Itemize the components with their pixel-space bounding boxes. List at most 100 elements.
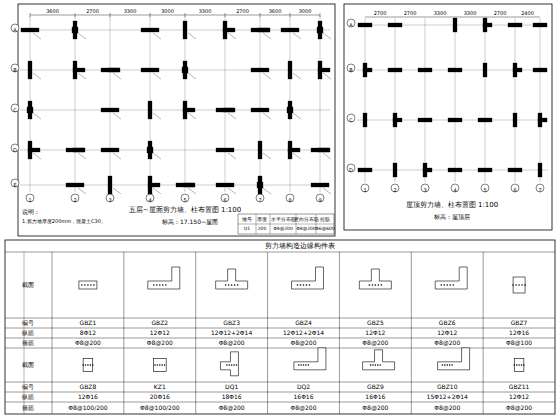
rebar-dot	[381, 284, 383, 286]
table-cell: Φ8@200	[291, 405, 317, 411]
table-cell: 12Φ12	[150, 330, 170, 336]
table-cell: GBZ11	[509, 384, 530, 390]
drawing-stroke	[79, 281, 97, 289]
axis-bubble	[11, 179, 19, 187]
drawing-stroke	[485, 18, 486, 182]
rebar-dot	[375, 284, 377, 286]
drawing-stroke	[216, 148, 234, 152]
drawing-stroke	[30, 15, 320, 16]
axis-bubble	[11, 64, 19, 72]
drawing-stroke	[148, 141, 152, 159]
plan-annotation: 3300	[124, 9, 137, 14]
drawing-stroke	[108, 68, 120, 72]
rebar-dot	[515, 284, 517, 286]
drawing-stroke	[258, 28, 270, 32]
plan-annotation: 3300	[199, 9, 212, 14]
rebar-dot	[521, 284, 523, 286]
drawing-stroke	[358, 23, 372, 27]
drawing-stroke	[263, 33, 271, 39]
rebar-dot	[375, 364, 377, 366]
drawing-stroke	[33, 153, 41, 159]
rebar-dot	[518, 284, 520, 286]
drawing-stroke	[225, 16, 226, 192]
table-cell: Φ8@100/200	[140, 405, 179, 411]
plan-annotation: 9	[318, 198, 321, 203]
table-cell: 12Φ12	[365, 330, 385, 336]
plan-annotation: 2700	[236, 9, 249, 14]
drawing-stroke	[5, 338, 555, 339]
drawing-stroke	[411, 252, 412, 414]
drawing-stroke	[220, 352, 238, 376]
drawing-title: 五层~屋面剪力墙、柱布置图 1:100	[129, 207, 241, 214]
drawing-stroke	[251, 28, 269, 32]
rebar-dot	[309, 284, 311, 286]
drawing-stroke	[317, 27, 323, 33]
drawing-stroke	[365, 18, 366, 182]
rebar-dot	[162, 284, 164, 286]
drawing-stroke	[5, 252, 555, 253]
plan-annotation: 1	[363, 188, 366, 193]
rebar-dot	[156, 284, 158, 286]
drawing-stroke	[478, 118, 492, 122]
drawing-stroke	[153, 153, 161, 159]
table-cell: GBZ10	[437, 384, 458, 390]
drawing-stroke	[185, 13, 186, 17]
table-cell: GBZ5	[367, 320, 384, 326]
table-cell: 12Φ12+2Φ14	[283, 330, 324, 336]
drawing-stroke	[110, 16, 111, 192]
drawing-stroke	[108, 176, 112, 194]
drawing-stroke	[292, 267, 324, 289]
table-cell: Φ8@100/200	[68, 405, 107, 411]
rebar-dot	[452, 284, 454, 286]
table-cell: Φ8@200	[219, 405, 245, 411]
plan-annotation: D	[13, 148, 17, 153]
plan-annotation: 3000	[161, 9, 174, 14]
drawing-stroke	[123, 252, 124, 414]
drawing-stroke	[75, 16, 76, 192]
drawing-stroke	[478, 168, 492, 172]
rebar-dot	[369, 284, 371, 286]
table-cell: 截面	[22, 362, 34, 368]
drawing-stroke	[101, 148, 119, 152]
drawing-stroke	[323, 33, 331, 39]
drawing-stroke	[293, 33, 301, 39]
rebar-dot	[513, 364, 515, 366]
plan-annotation: C	[349, 118, 353, 123]
drawing-title: 屋顶剪力墙、柱布置图 1:100	[406, 202, 498, 209]
drawing-stroke	[393, 118, 402, 122]
drawing-stroke	[216, 108, 234, 112]
table-cell: GBZ3	[223, 320, 240, 326]
drawing-stroke	[388, 23, 402, 27]
drawing-stroke	[150, 13, 151, 17]
axis-bubble	[181, 194, 189, 202]
drawing-stroke	[418, 68, 432, 72]
axis-bubble	[316, 194, 324, 202]
drawing-stroke	[256, 214, 257, 234]
rebar-dot	[443, 284, 445, 286]
rebar-dot	[305, 364, 307, 366]
rebar-dot	[157, 364, 159, 366]
drawing-stroke	[75, 13, 76, 17]
rebar-dot	[82, 364, 84, 366]
drawing-stroke	[388, 68, 402, 72]
rebar-dot	[234, 284, 236, 286]
rebar-dot	[87, 284, 89, 286]
drawing-stroke	[148, 101, 152, 119]
drawing-stroke	[258, 141, 262, 159]
plan-annotation: 墙号	[242, 218, 252, 223]
plan-annotation: 7	[258, 198, 261, 203]
rebar-dot	[379, 364, 381, 366]
drawing-stroke	[183, 61, 187, 79]
drawing-stroke	[251, 68, 269, 72]
plan-annotation: 3	[108, 198, 111, 203]
drawing-stroke	[223, 108, 235, 112]
drawing-stroke	[238, 224, 334, 225]
drawing-stroke	[110, 13, 111, 17]
plan-annotation: Φ8@200	[296, 227, 316, 232]
drawing-stroke	[101, 68, 119, 72]
drawing-stroke	[483, 63, 487, 77]
rebar-dot	[378, 284, 380, 286]
table-cell: GBZ2	[151, 320, 168, 326]
plan-annotation: 4	[453, 188, 456, 193]
